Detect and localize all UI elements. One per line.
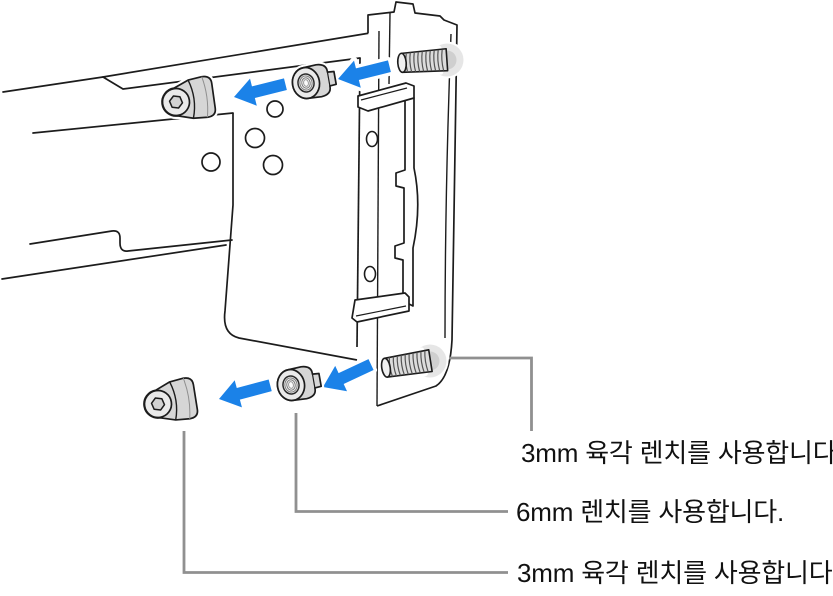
left-arrow-icon — [231, 71, 289, 111]
rack-latch — [351, 82, 419, 323]
latch-top-bar-inner-line — [360, 87, 408, 101]
plate-hole-4 — [262, 154, 284, 176]
barrel-nut-bottom — [275, 364, 323, 403]
callout-line-bottom — [182, 431, 508, 574]
latch-foot — [351, 292, 410, 323]
callout-line-middle — [294, 413, 508, 513]
plate-hole-1 — [266, 100, 284, 118]
callout-label-middle: 6mm 렌치를 사용합니다. — [516, 497, 785, 527]
bracket-outline — [367, 1, 458, 407]
left-arrow-icon — [317, 352, 377, 400]
callout-label-top: 3mm 육각 렌치를 사용합니다. — [521, 438, 833, 468]
left-arrow-icon — [215, 372, 273, 413]
threaded-stud-top — [397, 48, 448, 75]
slide-rail — [1, 31, 377, 280]
rail-bottom-edge — [1, 244, 227, 280]
plate-hole-3 — [201, 152, 221, 172]
latch-vertical-bar — [394, 97, 419, 307]
callout-line-top — [449, 356, 533, 431]
barrel-nut-top — [290, 62, 338, 101]
callout-lines — [182, 356, 533, 574]
latch-foot-inner-line — [355, 305, 407, 317]
socket-head-screw-bottom — [141, 377, 199, 426]
end-plate-outline — [223, 113, 358, 361]
rail-end-plate — [201, 57, 361, 361]
callout-label-bottom: 3mm 육각 렌치를 사용합니다. — [517, 558, 833, 588]
bracket-hole-1 — [365, 130, 379, 148]
bracket-hole-2 — [363, 265, 377, 283]
plate-hole-2 — [244, 127, 266, 149]
rail-top-back-edge — [102, 31, 377, 78]
rail-top-front-edge — [2, 57, 361, 93]
rail-inner-slide-edge — [29, 230, 233, 252]
